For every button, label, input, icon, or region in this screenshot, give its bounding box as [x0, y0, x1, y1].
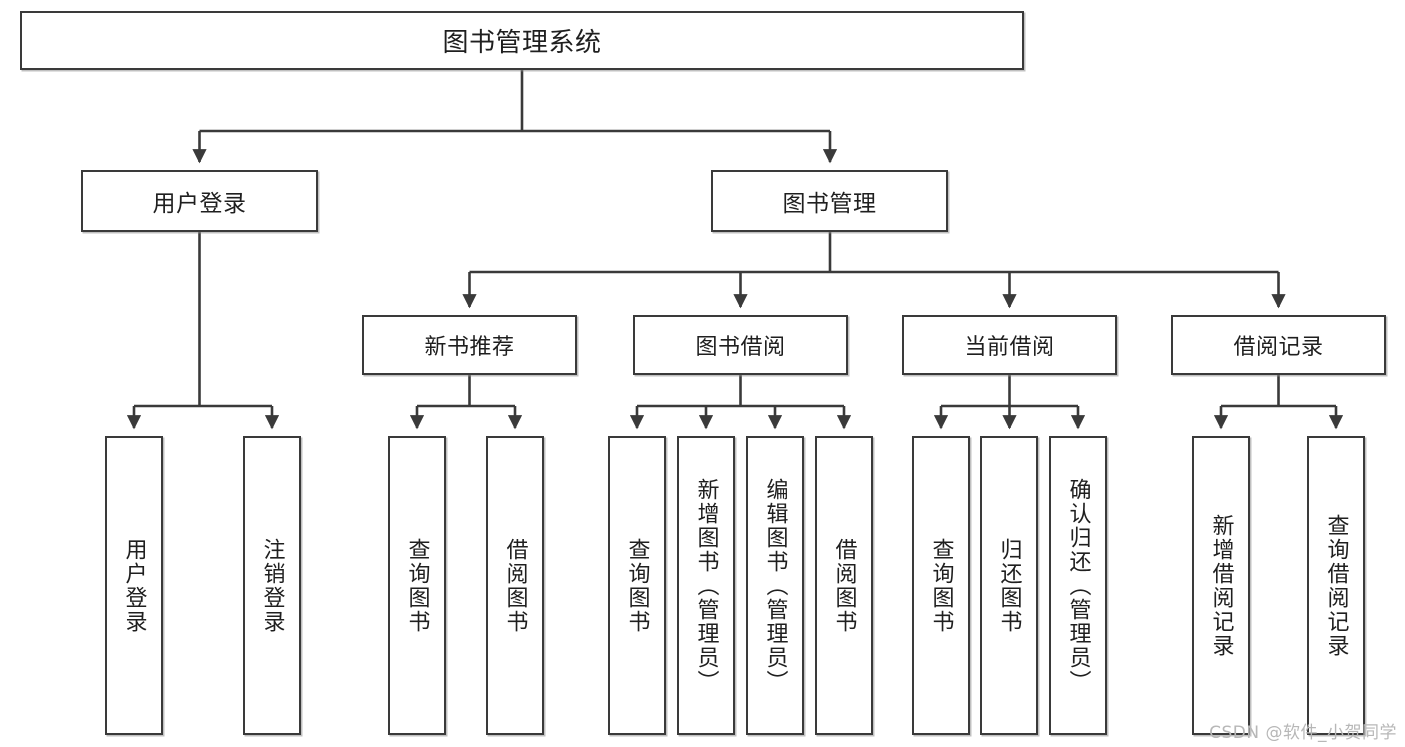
node-label: 用户登录: [152, 191, 247, 217]
node-label: 借阅图书: [831, 537, 857, 634]
leaf-borrow-record-add[interactable]: 新增借阅记录: [1192, 436, 1250, 735]
node-label: 借阅图书: [502, 537, 528, 634]
node-label: 图书管理系统: [442, 28, 602, 58]
leaf-current-borrow-confirm-admin[interactable]: 确认归还（管理员）: [1049, 436, 1107, 735]
node-label: 图书管理: [782, 191, 877, 217]
leaf-new-books-borrow[interactable]: 借阅图书: [486, 436, 544, 735]
leaf-user-login-signout[interactable]: 注销登录: [243, 436, 301, 735]
node-label: 当前借阅: [964, 335, 1055, 360]
node-label: 新增借阅记录: [1208, 513, 1234, 658]
node-label: 查询图书: [928, 537, 954, 634]
leaf-user-login-signin[interactable]: 用户登录: [105, 436, 163, 735]
node-label: 注销登录: [259, 537, 285, 634]
node-new-book-recommend[interactable]: 新书推荐: [362, 315, 577, 375]
node-label: 图书借阅: [695, 335, 786, 360]
node-label: 归还图书: [996, 537, 1022, 634]
leaf-book-borrow-borrow[interactable]: 借阅图书: [815, 436, 873, 735]
leaf-current-borrow-query[interactable]: 查询图书: [912, 436, 970, 735]
node-book-borrow[interactable]: 图书借阅: [633, 315, 848, 375]
leaf-book-borrow-add-admin[interactable]: 新增图书（管理员）: [677, 436, 735, 735]
node-label: 查询借阅记录: [1323, 513, 1349, 658]
node-root-system[interactable]: 图书管理系统: [20, 11, 1024, 70]
leaf-current-borrow-return[interactable]: 归还图书: [980, 436, 1038, 735]
node-user-login[interactable]: 用户登录: [81, 170, 318, 232]
node-label: 确认归还（管理员）: [1065, 477, 1091, 694]
leaf-new-books-query[interactable]: 查询图书: [388, 436, 446, 735]
node-label: 用户登录: [121, 537, 147, 634]
node-book-management[interactable]: 图书管理: [711, 170, 948, 232]
leaf-book-borrow-query[interactable]: 查询图书: [608, 436, 666, 735]
node-label: 查询图书: [624, 537, 650, 634]
leaf-book-borrow-edit-admin[interactable]: 编辑图书（管理员）: [746, 436, 804, 735]
node-label: 新增图书（管理员）: [693, 477, 719, 694]
node-label: 新书推荐: [424, 335, 515, 360]
watermark-text: CSDN @软件_小贺同学: [1209, 723, 1397, 743]
node-label: 借阅记录: [1233, 335, 1324, 360]
node-label: 编辑图书（管理员）: [762, 477, 788, 694]
node-borrow-record[interactable]: 借阅记录: [1171, 315, 1386, 375]
leaf-borrow-record-query[interactable]: 查询借阅记录: [1307, 436, 1365, 735]
node-current-borrow[interactable]: 当前借阅: [902, 315, 1117, 375]
node-label: 查询图书: [404, 537, 430, 634]
